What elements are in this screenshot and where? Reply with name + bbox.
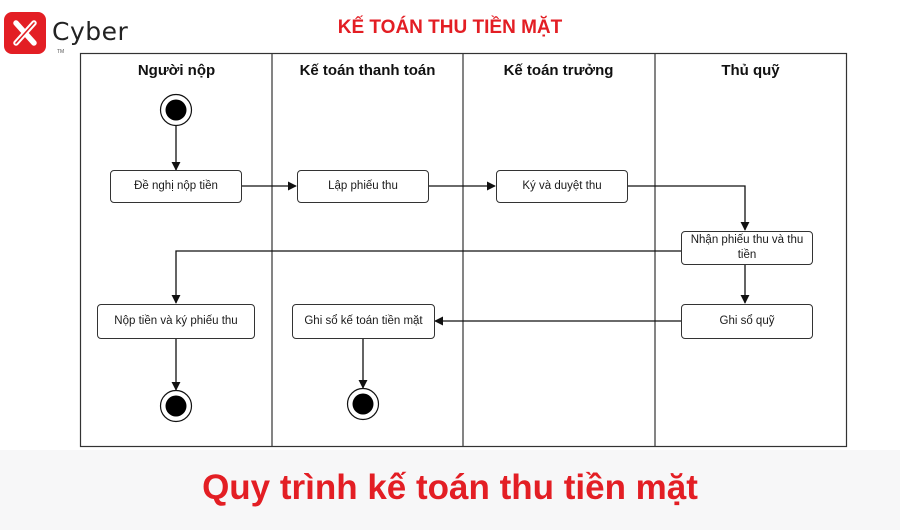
lane-header-payment-accountant: Kế toán thanh toán xyxy=(299,62,436,79)
diagram-lines xyxy=(79,52,848,448)
node-pay-and-sign: Nộp tiền và ký phiếu thu xyxy=(97,304,255,339)
start-node xyxy=(159,93,193,127)
flow-approve-to-cashier xyxy=(628,185,750,231)
logo-text: Cyber xyxy=(52,17,129,46)
diagram-title: KẾ TOÁN THU TIỀN MẶT xyxy=(337,17,563,38)
x-brand-icon xyxy=(4,12,46,54)
cyber-logo: Cyber TM xyxy=(4,10,139,58)
end-node xyxy=(346,387,380,421)
node-create-receipt: Lập phiếu thu xyxy=(297,170,429,203)
caption-bar xyxy=(0,450,900,530)
caption: Quy trình kế toán thu tiền mặt xyxy=(202,468,698,507)
flow-cashier-to-payer xyxy=(171,250,681,304)
swimlane-diagram: Người nộp Kế toán thanh toán Kế toán trư… xyxy=(79,52,848,448)
node-request-payment: Đề nghị nộp tiền xyxy=(110,170,242,203)
node-accounting-ledger: Ghi sổ kế toán tiền mặt xyxy=(292,304,435,339)
node-receive-and-collect: Nhận phiếu thu và thu tiền xyxy=(681,231,813,265)
end-node xyxy=(159,389,193,423)
lane-header-payer: Người nộp xyxy=(137,62,216,79)
node-sign-approve: Ký và duyệt thu xyxy=(496,170,628,203)
logo-trademark: TM xyxy=(57,49,65,55)
lane-header-chief-accountant: Kế toán trưởng xyxy=(503,62,614,79)
node-cash-ledger: Ghi sổ quỹ xyxy=(681,304,813,339)
lane-header-cashier: Thủ quỹ xyxy=(721,62,780,79)
